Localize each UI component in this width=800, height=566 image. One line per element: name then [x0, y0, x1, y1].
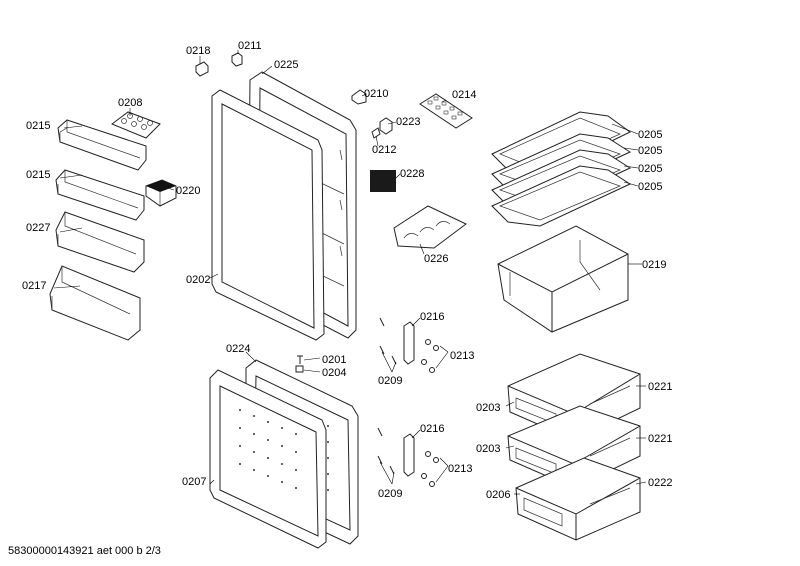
hardware-set-upper: [379, 317, 439, 373]
egg-tray-0208: [110, 111, 161, 139]
upper-door-gasket-0202: [211, 89, 325, 341]
bottle-rack-0226: [393, 205, 467, 249]
label-0213-lower: 0213: [448, 463, 472, 475]
label-0228: 0228: [400, 168, 424, 180]
label-0225: 0225: [274, 59, 298, 71]
label-0210: 0210: [364, 88, 388, 100]
door-shelf-0215-upper: [57, 119, 147, 171]
label-0216-lower: 0216: [420, 423, 444, 435]
door-shelf-0227: [55, 211, 145, 273]
hinge-0211: [231, 52, 243, 67]
label-0213-upper: 0213: [450, 350, 474, 362]
label-0216-upper: 0216: [420, 311, 444, 323]
label-0205-2: 0205: [638, 145, 662, 157]
label-0201: 0201: [322, 354, 346, 366]
screw-0201: [297, 355, 303, 364]
hardware-set-lower: [377, 427, 439, 487]
clip-0218: [195, 61, 209, 77]
label-0215-lower: 0215: [26, 169, 50, 181]
label-0221-upper: 0221: [648, 381, 672, 393]
door-shelf-0217: [49, 265, 141, 341]
ice-tray-0214: [419, 93, 473, 129]
label-0220: 0220: [176, 185, 200, 197]
label-0218: 0218: [186, 45, 210, 57]
label-0222: 0222: [648, 477, 672, 489]
label-0205-1: 0205: [638, 129, 662, 141]
label-0214: 0214: [452, 89, 476, 101]
label-0224: 0224: [226, 343, 250, 355]
label-0227: 0227: [26, 222, 50, 234]
butter-dish-0220: [145, 179, 177, 207]
part-labels: 0218 0211 0225 0208 0215 0215 0220 0227 …: [22, 40, 672, 501]
label-0215-upper: 0215: [26, 120, 50, 132]
label-0223: 0223: [396, 116, 420, 128]
crisper-box-0219: [497, 225, 629, 333]
door-shelf-0215-lower: [55, 169, 145, 221]
leader-lines: [53, 50, 647, 495]
label-0221-lower: 0221: [648, 433, 672, 445]
label-0206: 0206: [486, 489, 510, 501]
label-0205-3: 0205: [638, 163, 662, 175]
hinge-0210: [351, 89, 367, 105]
lower-door-gasket-0207: [209, 369, 327, 549]
label-0217: 0217: [22, 280, 46, 292]
label-0203-lower: 0203: [476, 443, 500, 455]
label-0208: 0208: [118, 97, 142, 109]
label-0205-4: 0205: [638, 181, 662, 193]
label-0207: 0207: [182, 476, 206, 488]
label-0203-upper: 0203: [476, 402, 500, 414]
document-footer: 58300000143921 aet 000 b 2/3: [8, 545, 161, 557]
label-0202: 0202: [186, 274, 210, 286]
label-0209-lower: 0209: [378, 488, 402, 500]
label-0226: 0226: [424, 253, 448, 265]
hinge-pin-0212: [371, 127, 381, 139]
drawer-0222: [515, 457, 641, 541]
label-0212: 0212: [372, 144, 396, 156]
label-0211: 0211: [238, 40, 262, 52]
label-0209-upper: 0209: [378, 375, 402, 387]
filter-0228: [370, 170, 396, 192]
label-0204: 0204: [322, 367, 346, 379]
cap-0204: [295, 365, 304, 373]
label-0219: 0219: [642, 259, 666, 271]
hinge-bracket-0223: [379, 117, 393, 135]
